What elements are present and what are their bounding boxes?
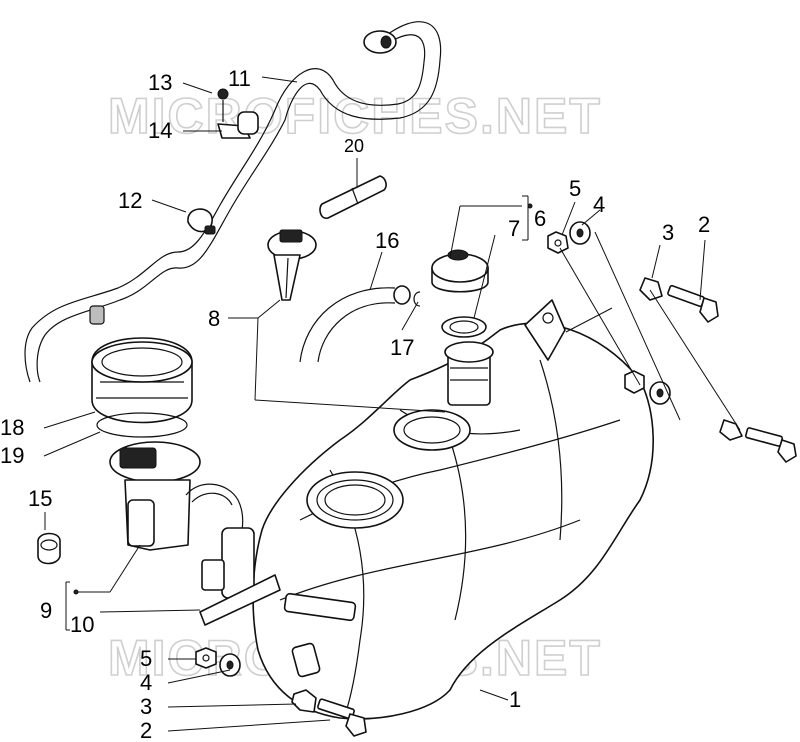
callout-13: 13 — [148, 70, 172, 95]
callout-2-lower: 2 — [140, 718, 152, 742]
callout-18: 18 — [0, 415, 24, 440]
callout-14: 14 — [148, 118, 172, 143]
callout-8: 8 — [208, 306, 220, 331]
hose-clamp-12 — [187, 208, 216, 235]
callout-1: 1 — [509, 687, 521, 712]
bolt-2-lower — [317, 698, 367, 737]
part-20-strip — [319, 175, 387, 219]
callout-16: 16 — [375, 228, 399, 253]
spacer-3-mid — [719, 419, 743, 441]
spacer-3-lower — [291, 689, 317, 713]
callout-7: 7 — [508, 216, 520, 241]
callout-20: 20 — [344, 136, 364, 156]
fuel-tank — [252, 299, 654, 720]
callout-6: 6 — [534, 206, 546, 231]
callout-12: 12 — [118, 188, 142, 213]
callout-3-upper: 3 — [662, 220, 674, 245]
callout-17: 17 — [390, 335, 414, 360]
callout-5-upper: 5 — [569, 176, 581, 201]
spring-clip-17 — [413, 291, 421, 307]
nut-5-upper — [547, 231, 569, 254]
pump-gasket — [96, 412, 188, 438]
bolt-2-upper — [667, 284, 719, 323]
callout-10: 10 — [70, 612, 94, 637]
fuel-cap — [431, 249, 489, 293]
filler-neck — [444, 341, 494, 406]
callout-4-lower: 4 — [140, 670, 152, 695]
washer-4-mid — [649, 381, 671, 405]
washer-4-lower — [219, 653, 241, 677]
callout-5-lower: 5 — [140, 646, 152, 671]
hose-clamp-15 — [37, 532, 61, 565]
nut-5-lower — [195, 647, 217, 669]
washer-4-upper — [569, 221, 591, 245]
bolt-2-mid — [744, 427, 797, 463]
callout-4-upper: 4 — [593, 192, 605, 217]
fuel-hose-16 — [299, 285, 411, 363]
callout-15: 15 — [28, 486, 52, 511]
pump-lock-ring — [91, 337, 193, 424]
spacer-3-upper — [639, 277, 663, 301]
callout-11: 11 — [228, 66, 251, 91]
callout-2-upper: 2 — [698, 212, 710, 237]
vent-hose — [24, 21, 442, 383]
callout-19: 19 — [0, 443, 24, 468]
fuel-level-sensor — [267, 229, 317, 301]
fuel-pump — [109, 441, 281, 626]
callout-3-lower: 3 — [140, 694, 152, 719]
nut-5-mid — [624, 370, 645, 394]
leader-lines — [43, 76, 741, 732]
callout-9: 9 — [40, 598, 52, 623]
cap-seal — [441, 316, 487, 338]
hose-clip — [217, 88, 259, 139]
